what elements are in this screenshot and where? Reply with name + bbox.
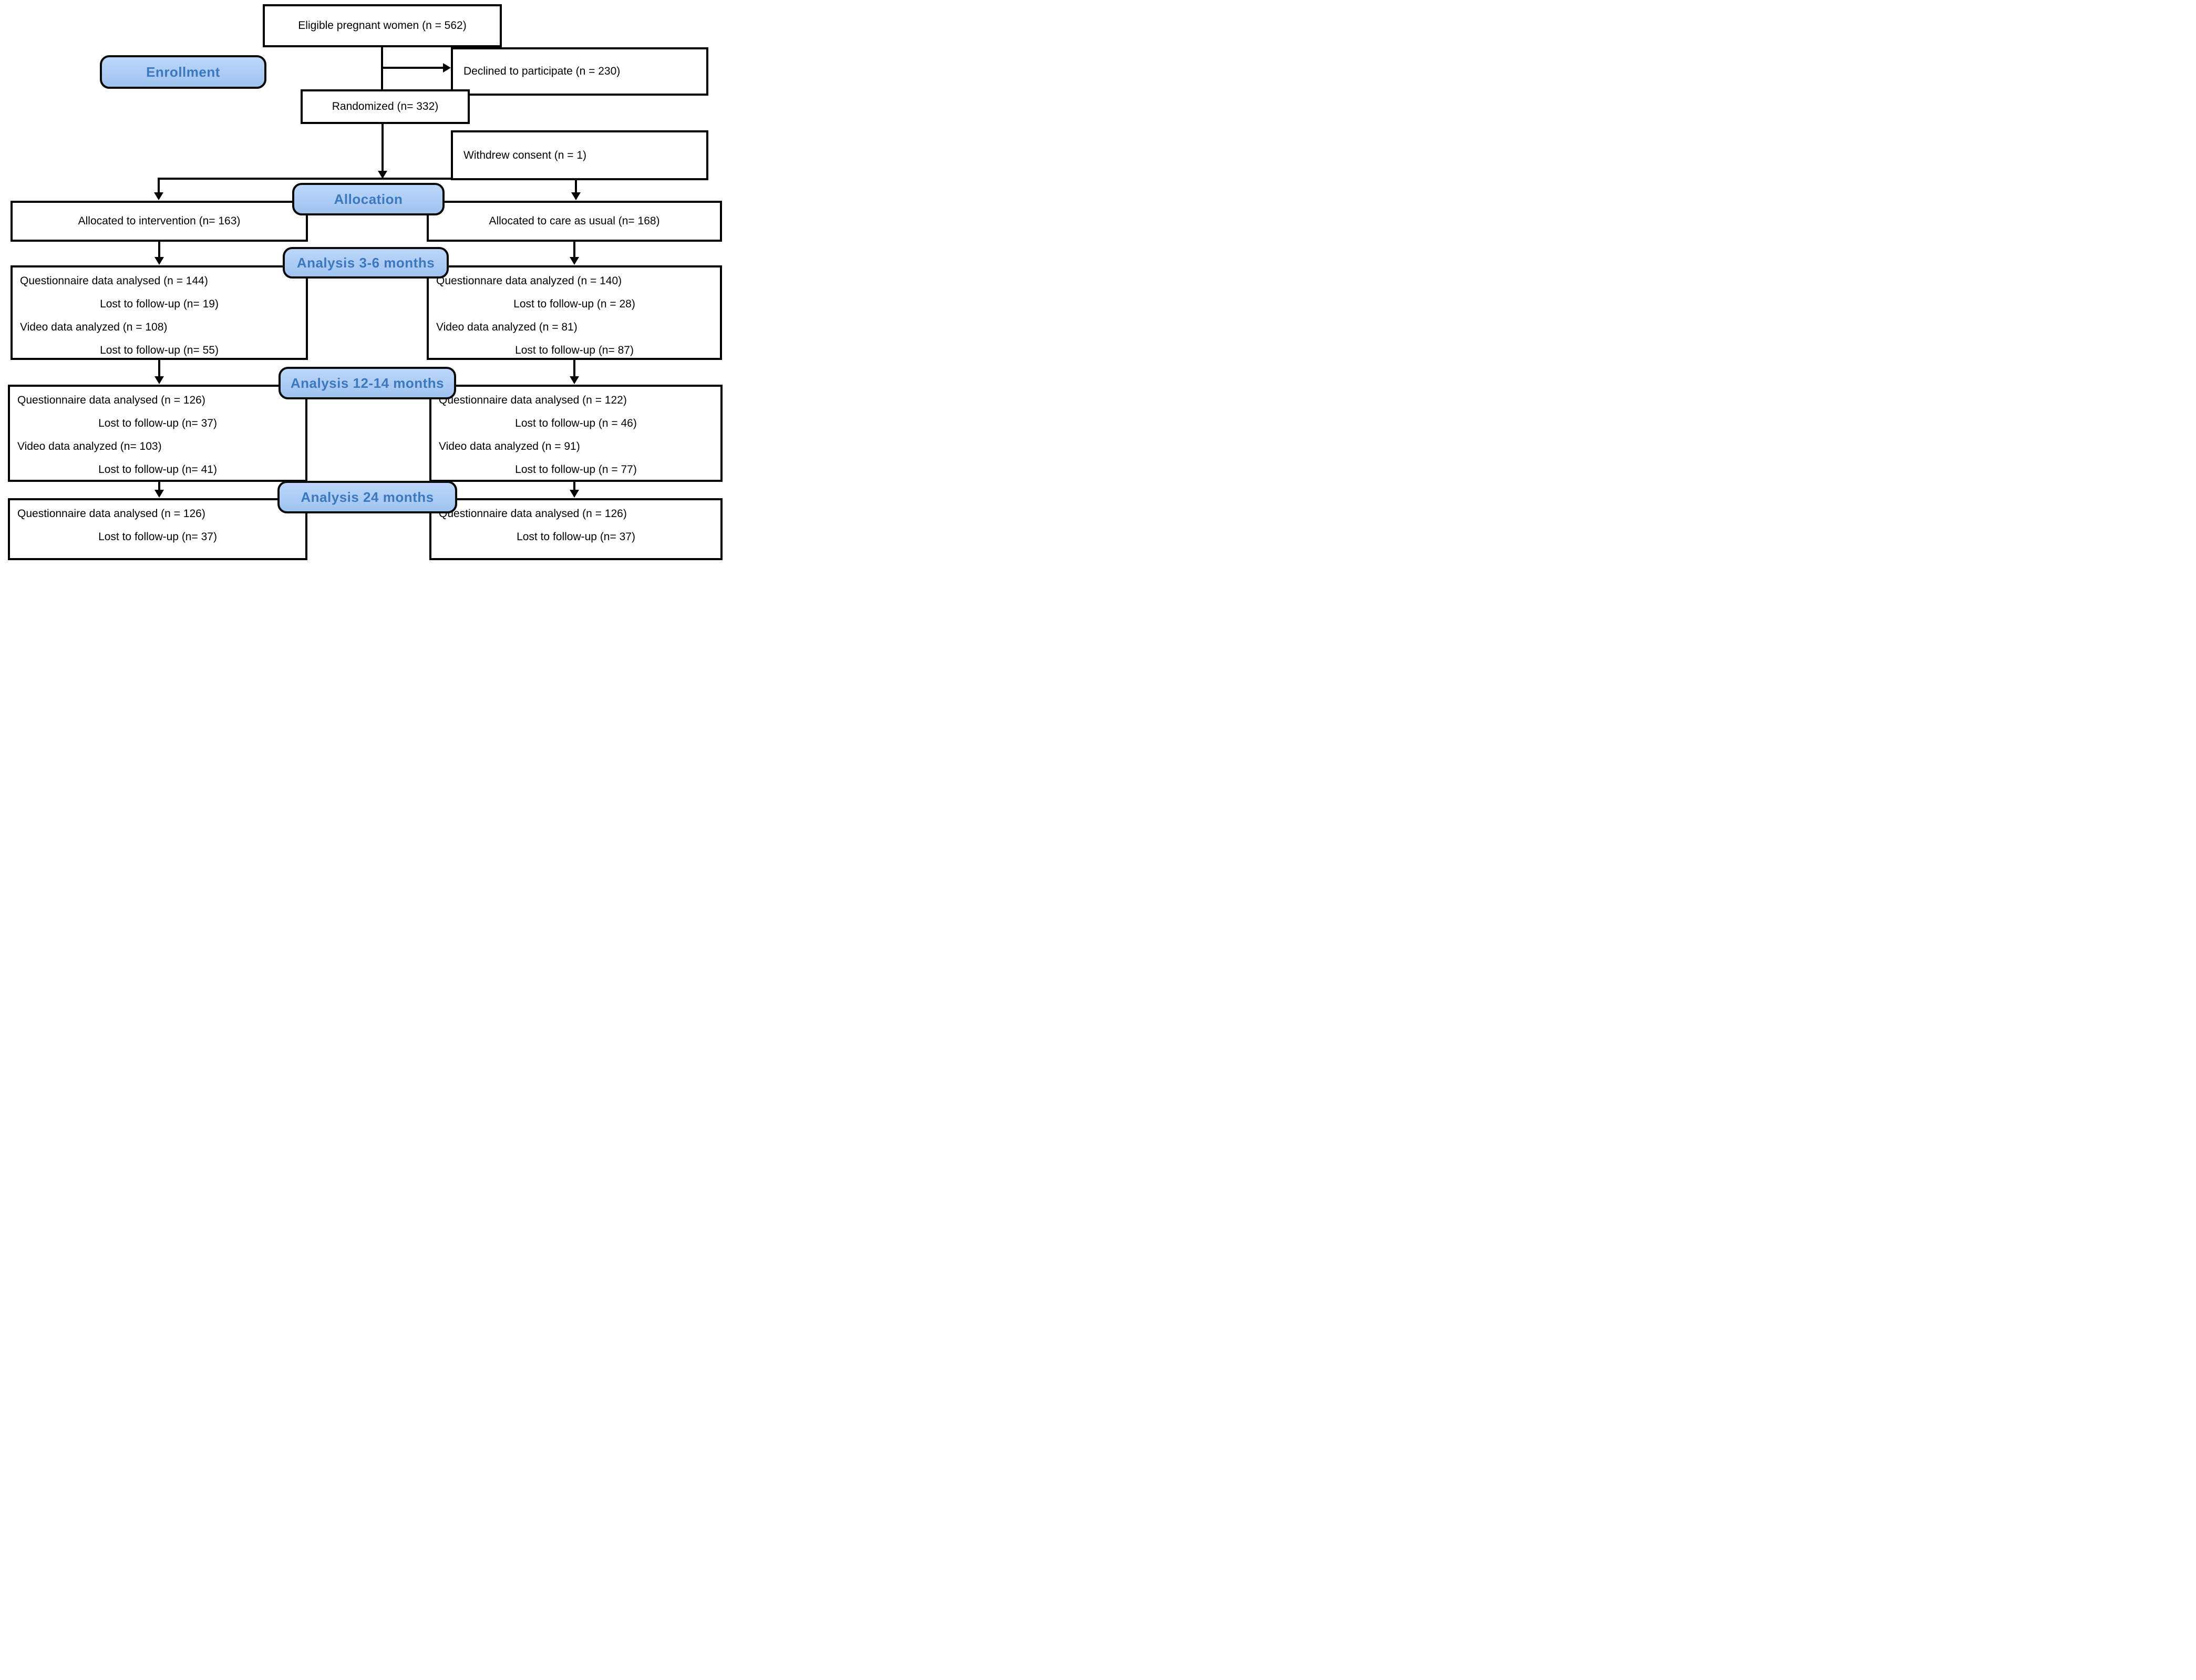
- arrowhead-a36-right: [570, 257, 579, 265]
- connector-split-to-care-usual: [575, 179, 577, 193]
- connector-a1214-to-a24-left: [158, 482, 160, 490]
- stage-label-analysis-12-14: Analysis 12-14 months: [279, 367, 456, 399]
- analysis-3-6-right-line-4: Lost to follow-up (n= 87): [515, 344, 634, 356]
- analysis-3-6-right-line-1: Questionnare data analyzed (n = 140): [436, 275, 622, 287]
- stage-label-analysis-12-14-text: Analysis 12-14 months: [290, 375, 445, 391]
- analysis-12-14-left-line-1: Questionnaire data analysed (n = 126): [17, 394, 205, 406]
- arrowhead-a24-left: [154, 490, 164, 498]
- analysis-3-6-left-line-3: Video data analyzed (n = 108): [20, 321, 168, 333]
- analysis-3-6-right-line-2: Lost to follow-up (n = 28): [513, 298, 635, 310]
- analysis-24-right-line-1: Questionnaire data analysed (n = 126): [439, 508, 627, 520]
- connector-a36-to-a1214-right: [573, 360, 575, 377]
- connector-split-to-intervention: [158, 179, 160, 193]
- arrowhead-care-usual: [571, 192, 581, 200]
- connector-a1214-to-a24-right: [573, 482, 575, 490]
- arrowhead-a1214-left: [154, 376, 164, 384]
- stage-label-allocation-text: Allocation: [334, 191, 403, 207]
- box-analysis-24-right: Questionnaire data analysed (n = 126) Lo…: [429, 498, 723, 560]
- stage-label-analysis-24: Analysis 24 months: [277, 481, 457, 513]
- box-analysis-3-6-left: Questionnaire data analysed (n = 144) Lo…: [11, 265, 308, 360]
- analysis-12-14-left-line-3: Video data analyzed (n= 103): [17, 440, 162, 452]
- box-eligible-text: Eligible pregnant women (n = 562): [298, 19, 467, 32]
- box-allocated-care-usual: Allocated to care as usual (n= 168): [427, 201, 722, 242]
- box-analysis-12-14-left: Questionnaire data analysed (n = 126) Lo…: [8, 385, 307, 482]
- consort-flow-diagram: Eligible pregnant women (n = 562) Enroll…: [0, 0, 732, 560]
- arrowhead-split: [378, 171, 387, 179]
- analysis-3-6-left-line-2: Lost to follow-up (n= 19): [100, 298, 219, 310]
- box-analysis-12-14-right: Questionnaire data analysed (n = 122) Lo…: [429, 385, 723, 482]
- arrowhead-a24-right: [570, 490, 579, 498]
- stage-label-analysis-3-6-text: Analysis 3-6 months: [296, 254, 435, 271]
- connector-intervention-to-a36: [158, 242, 160, 257]
- connector-care-usual-to-a36: [573, 242, 575, 257]
- arrowhead-a1214-right: [570, 376, 579, 384]
- analysis-3-6-left-line-4: Lost to follow-up (n= 55): [100, 344, 219, 356]
- arrowhead-a36-left: [154, 257, 164, 265]
- box-declined: Declined to participate (n = 230): [451, 47, 708, 96]
- analysis-3-6-right-line-3: Video data analyzed (n = 81): [436, 321, 578, 333]
- connector-to-declined: [382, 67, 443, 69]
- analysis-12-14-right-line-3: Video data analyzed (n = 91): [439, 440, 580, 452]
- box-analysis-24-left: Questionnaire data analysed (n = 126) Lo…: [8, 498, 307, 560]
- arrowhead-declined: [443, 63, 451, 73]
- analysis-24-right-line-2: Lost to follow-up (n= 37): [517, 531, 635, 543]
- arrowhead-intervention: [154, 192, 163, 200]
- analysis-12-14-right-line-1: Questionnaire data analysed (n = 122): [439, 394, 627, 406]
- stage-label-enrollment-text: Enrollment: [146, 64, 220, 80]
- stage-label-analysis-3-6: Analysis 3-6 months: [283, 247, 449, 279]
- analysis-24-left-line-2: Lost to follow-up (n= 37): [98, 531, 217, 543]
- box-allocated-care-usual-text: Allocated to care as usual (n= 168): [489, 215, 660, 227]
- connector-a36-to-a1214-left: [158, 360, 160, 377]
- analysis-12-14-right-line-2: Lost to follow-up (n = 46): [515, 417, 637, 429]
- connector-randomized-to-split: [382, 124, 384, 172]
- analysis-3-6-left-line-1: Questionnaire data analysed (n = 144): [20, 275, 208, 287]
- box-declined-text: Declined to participate (n = 230): [463, 65, 621, 77]
- box-allocated-intervention: Allocated to intervention (n= 163): [11, 201, 308, 242]
- box-withdrew: Withdrew consent (n = 1): [451, 130, 708, 180]
- stage-label-analysis-24-text: Analysis 24 months: [301, 489, 434, 505]
- stage-label-enrollment: Enrollment: [100, 55, 266, 89]
- box-analysis-3-6-right: Questionnare data analyzed (n = 140) Los…: [427, 265, 722, 360]
- analysis-12-14-left-line-2: Lost to follow-up (n= 37): [98, 417, 217, 429]
- box-randomized-text: Randomized (n= 332): [332, 100, 439, 112]
- box-randomized: Randomized (n= 332): [301, 89, 470, 124]
- analysis-24-left-line-1: Questionnaire data analysed (n = 126): [17, 508, 205, 520]
- split-line: [158, 178, 577, 180]
- box-withdrew-text: Withdrew consent (n = 1): [463, 149, 587, 161]
- box-eligible: Eligible pregnant women (n = 562): [263, 4, 502, 47]
- analysis-12-14-left-line-4: Lost to follow-up (n= 41): [98, 463, 217, 476]
- stage-label-allocation: Allocation: [292, 183, 445, 215]
- analysis-12-14-right-line-4: Lost to follow-up (n = 77): [515, 463, 637, 476]
- box-allocated-intervention-text: Allocated to intervention (n= 163): [78, 215, 241, 227]
